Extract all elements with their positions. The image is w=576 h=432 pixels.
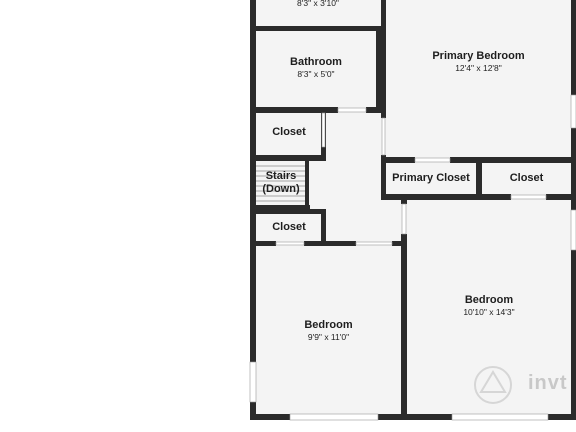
window <box>321 112 326 148</box>
stairs-name: Stairs <box>265 170 297 182</box>
wall <box>250 155 326 161</box>
room-name: Bedroom <box>464 294 514 306</box>
window <box>451 413 549 421</box>
window <box>414 157 451 163</box>
room-dimensions: 10'10" x 14'3" <box>463 307 515 317</box>
wall <box>376 31 381 113</box>
closet-label: Closet <box>509 172 544 184</box>
wall <box>250 107 338 113</box>
watermark-text: invt <box>528 372 568 394</box>
wall <box>450 157 576 163</box>
wall <box>381 157 415 163</box>
closet-label: Closet <box>272 221 306 233</box>
primary-bedroom-label: Primary Bedroom 12'4" x 12'8" <box>386 50 571 74</box>
window <box>337 107 367 113</box>
bedroom-right-label: Bedroom 10'10" x 14'3" <box>407 294 571 318</box>
window <box>249 361 257 403</box>
window <box>275 241 305 246</box>
wall <box>250 205 310 209</box>
room-dimensions: 9'9" x 11'0" <box>307 332 350 342</box>
wall <box>304 241 356 246</box>
window <box>510 194 547 200</box>
wall <box>401 246 407 420</box>
stairs-direction: (Down) <box>262 183 300 195</box>
wall <box>401 234 407 246</box>
wall <box>366 107 386 113</box>
closet-label: Closet <box>272 126 306 138</box>
wall <box>250 241 276 246</box>
wall <box>571 250 576 420</box>
wall <box>381 194 511 200</box>
wall <box>250 414 576 420</box>
room-dimensions: 8'3" x 5'0" <box>297 69 335 79</box>
wall <box>381 0 386 118</box>
stairs-label: Stairs (Down) <box>256 170 306 196</box>
windows <box>249 94 576 421</box>
top-room-dimensions: 8'3" x 3'10" <box>297 0 339 8</box>
window <box>570 94 576 129</box>
room-name: Bedroom <box>304 319 353 331</box>
bathroom-label: Bathroom 8'3" x 5'0" <box>256 56 376 80</box>
window <box>401 203 407 235</box>
wall <box>321 209 326 245</box>
watermark-logo <box>474 366 512 404</box>
wall <box>571 128 576 210</box>
wall <box>571 0 576 95</box>
window <box>570 209 576 251</box>
stair-treads <box>256 165 305 202</box>
room-name: Bathroom <box>290 56 342 68</box>
wall <box>392 241 406 246</box>
wall <box>381 155 386 200</box>
room-name: Primary Bedroom <box>432 50 525 62</box>
wall <box>546 194 576 200</box>
walls <box>250 0 576 420</box>
bedroom-left-label: Bedroom 9'9" x 11'0" <box>256 319 401 343</box>
room-dimensions: 12'4" x 12'8" <box>455 63 502 73</box>
window <box>355 241 393 246</box>
wall <box>305 161 309 207</box>
wall <box>401 200 407 204</box>
wall <box>250 26 386 31</box>
wall <box>476 163 482 197</box>
window <box>381 117 386 156</box>
wall <box>250 209 326 214</box>
window <box>289 413 379 421</box>
primary-closet-label: Primary Closet <box>392 172 470 184</box>
